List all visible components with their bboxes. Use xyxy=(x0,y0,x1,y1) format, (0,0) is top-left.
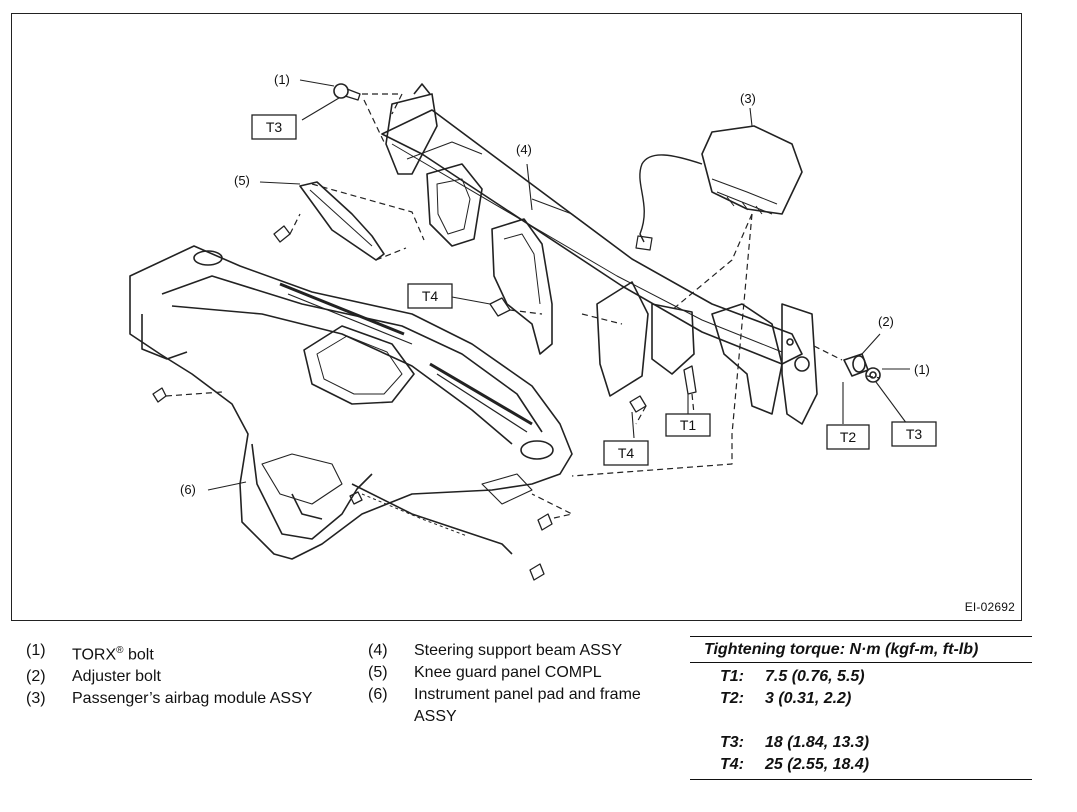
torque-row-t2: T2: 3 (0.31, 2.2) xyxy=(690,688,1032,710)
legend-middle-column: (4) Steering support beam ASSY (5) Knee … xyxy=(368,640,678,728)
tag-t4-left: T4 xyxy=(407,283,453,309)
callout-1-right: (1) xyxy=(914,362,930,377)
legend-item-5: (5) Knee guard panel COMPL xyxy=(368,662,678,684)
leader-lines xyxy=(207,79,910,491)
legend-item-4: (4) Steering support beam ASSY xyxy=(368,640,678,662)
torque-heading: Tightening torque: N·m (kgf-m, ft-lb) xyxy=(690,636,1032,663)
legend-text: Steering support beam ASSY xyxy=(414,642,623,659)
torque-table: Tightening torque: N·m (kgf-m, ft-lb) T1… xyxy=(690,636,1032,780)
svg-text:T3: T3 xyxy=(906,426,923,442)
instrument-panel-pad xyxy=(129,245,573,560)
registered-mark: ® xyxy=(116,645,124,656)
torx-bolt-right xyxy=(865,367,881,383)
torque-key: T3: xyxy=(720,734,744,751)
legend-item-6: (6) Instrument panel pad and frame ASSY xyxy=(368,684,678,728)
torque-row-t1: T1: 7.5 (0.76, 5.5) xyxy=(690,666,1032,688)
tag-t2: T2 xyxy=(826,424,870,450)
torque-value: 25 (2.55, 18.4) xyxy=(765,756,870,773)
legend-item-1: (1) TORX® bolt xyxy=(26,640,346,666)
legend-left-column: (1) TORX® bolt (2) Adjuster bolt (3) Pas… xyxy=(26,640,346,710)
legend-text: Adjuster bolt xyxy=(72,668,161,686)
torx-bolt-top xyxy=(333,83,361,101)
legend-number: (5) xyxy=(368,664,388,681)
legend-text: Instrument panel pad and frame ASSY xyxy=(414,686,641,725)
torque-key: T4: xyxy=(720,756,744,773)
adjuster-bolt xyxy=(843,353,869,377)
legend-number: (2) xyxy=(26,668,46,686)
tag-t4-bottom: T4 xyxy=(603,440,649,466)
callout-4: (4) xyxy=(516,142,532,157)
knee-guard-panel xyxy=(299,181,385,261)
legend-text: TORX® bolt xyxy=(72,645,154,664)
torque-row-t3: T3: 18 (1.84, 13.3) xyxy=(690,732,1032,754)
tag-t1: T1 xyxy=(665,413,711,437)
exploded-diagram: (1) (5) (4) (3) (2) (1) (6) T3 T4 T1 xyxy=(129,72,937,581)
legend-item-3: (3) Passenger’s airbag module ASSY xyxy=(26,688,346,710)
tag-t3-top: T3 xyxy=(251,114,297,140)
svg-text:T1: T1 xyxy=(680,417,697,433)
legend-item-2: (2) Adjuster bolt xyxy=(26,666,346,688)
legend-number: (1) xyxy=(26,642,46,659)
svg-text:T4: T4 xyxy=(618,445,635,461)
torque-row-t4: T4: 25 (2.55, 18.4) xyxy=(690,754,1032,776)
torque-value: 3 (0.31, 2.2) xyxy=(765,690,852,707)
figure-id: EI-02692 xyxy=(964,600,1015,614)
passenger-airbag-module xyxy=(635,125,803,251)
legend-number: (6) xyxy=(368,686,388,703)
legend-number: (4) xyxy=(368,642,388,659)
callout-6: (6) xyxy=(180,482,196,497)
torque-key: T1: xyxy=(720,668,744,685)
svg-text:T3: T3 xyxy=(266,119,283,135)
torque-value: 18 (1.84, 13.3) xyxy=(765,734,870,751)
legend-text: Passenger’s airbag module ASSY xyxy=(72,690,313,708)
legend-text: Knee guard panel COMPL xyxy=(414,664,602,681)
torque-key: T2: xyxy=(720,690,744,707)
callout-2: (2) xyxy=(878,314,894,329)
callout-5: (5) xyxy=(234,173,250,188)
callout-3: (3) xyxy=(740,91,756,106)
tag-t3-right: T3 xyxy=(891,421,937,447)
small-bolts xyxy=(152,225,697,581)
legend-number: (3) xyxy=(26,690,46,708)
steering-support-beam xyxy=(381,83,818,425)
svg-text:T4: T4 xyxy=(422,288,439,304)
torque-value: 7.5 (0.76, 5.5) xyxy=(765,668,865,685)
torque-bottom-rule xyxy=(690,779,1032,780)
callout-1-top: (1) xyxy=(274,72,290,87)
exploded-diagram-frame: (1) (5) (4) (3) (2) (1) (6) T3 T4 T1 xyxy=(11,13,1022,621)
svg-text:T2: T2 xyxy=(840,429,857,445)
assembly-lines xyxy=(165,93,881,519)
